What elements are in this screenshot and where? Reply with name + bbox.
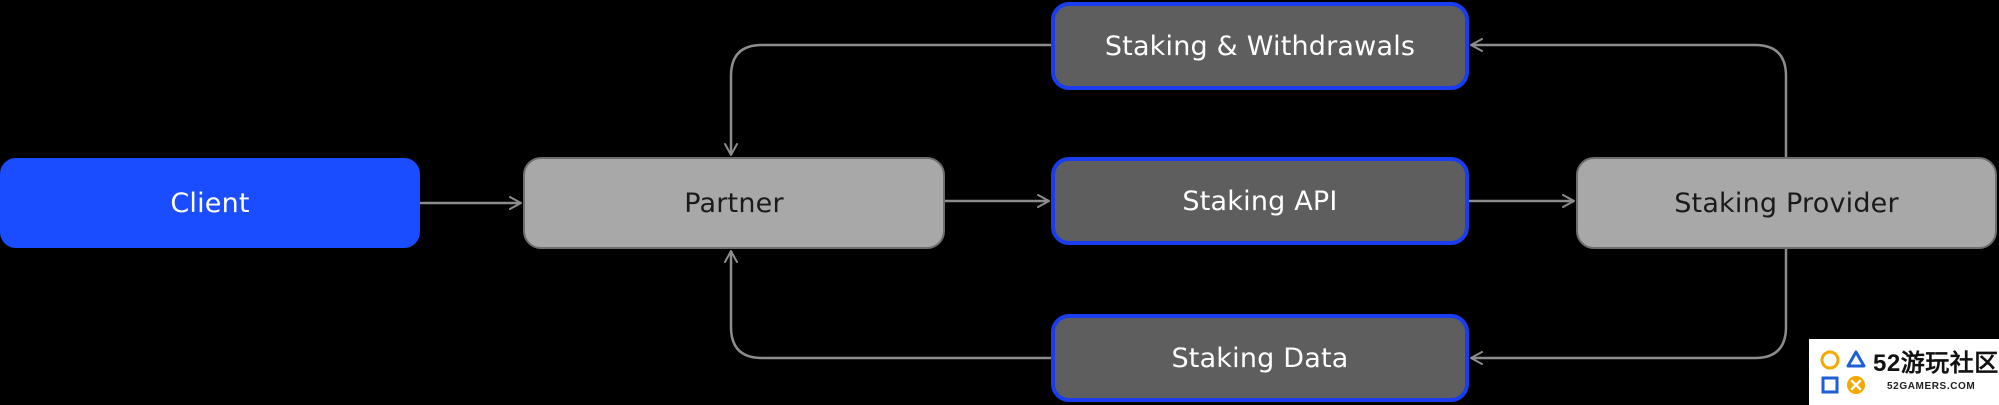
square-icon <box>1821 376 1839 394</box>
controller-symbols-icon <box>1820 350 1866 394</box>
edge-provider-to-data <box>1470 249 1788 365</box>
node-partner: Partner <box>523 157 945 249</box>
circle-icon <box>1820 350 1840 370</box>
cross-icon <box>1847 376 1865 394</box>
node-staking-api-label: Staking API <box>1182 185 1338 217</box>
edge-provider-to-withdrawals <box>1470 38 1788 157</box>
node-staking-data: Staking Data <box>1051 314 1469 402</box>
node-staking-data-label: Staking Data <box>1171 342 1349 374</box>
node-staking-withdrawals-label: Staking & Withdrawals <box>1104 30 1416 62</box>
node-client: Client <box>0 158 420 248</box>
node-staking-api: Staking API <box>1051 157 1469 245</box>
edge-withdrawals-to-partner <box>724 43 1051 156</box>
edge-data-to-partner <box>724 250 1051 360</box>
node-staking-withdrawals: Staking & Withdrawals <box>1051 2 1469 90</box>
watermark-domain: 52GAMERS.COM <box>1887 381 1976 392</box>
watermark-logo: 52游玩社区 52GAMERS.COM <box>1809 339 1999 405</box>
watermark-title: 52游玩社区 <box>1873 350 1999 377</box>
node-staking-provider: Staking Provider <box>1576 157 1997 249</box>
triangle-icon <box>1846 350 1866 368</box>
node-staking-provider-label: Staking Provider <box>1674 187 1899 219</box>
node-client-label: Client <box>170 187 250 219</box>
node-partner-label: Partner <box>684 187 784 219</box>
